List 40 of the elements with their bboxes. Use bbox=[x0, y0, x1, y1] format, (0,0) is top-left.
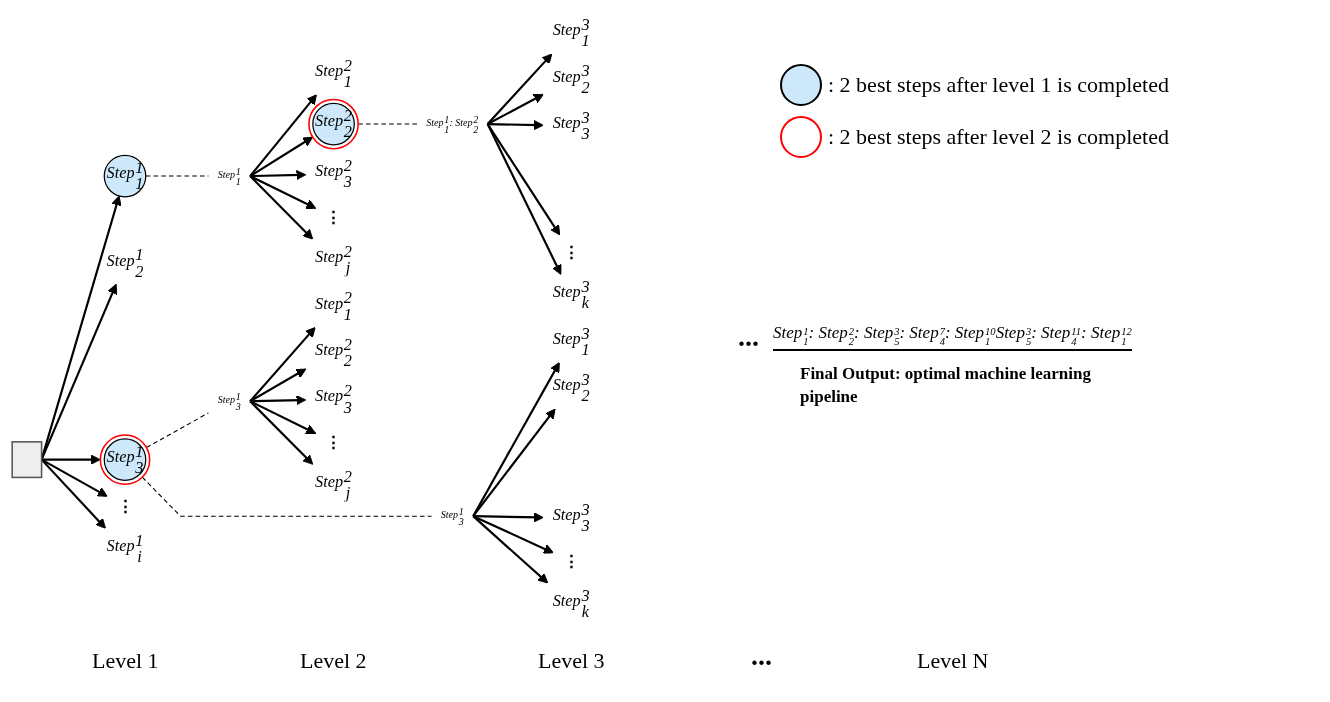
node-box bbox=[11, 441, 43, 479]
arrow bbox=[249, 175, 314, 240]
arrow bbox=[250, 395, 307, 406]
arrow bbox=[486, 123, 562, 275]
ellipsis: ... bbox=[751, 640, 772, 672]
arrow bbox=[472, 515, 549, 584]
arrow bbox=[472, 515, 554, 554]
arrow bbox=[486, 123, 561, 236]
arrow bbox=[249, 94, 317, 177]
connector bbox=[141, 476, 433, 517]
arrow bbox=[249, 136, 314, 177]
arrow bbox=[487, 93, 544, 125]
level-label: Level N bbox=[917, 648, 989, 674]
arrow bbox=[249, 400, 314, 465]
ellipsis: ... bbox=[738, 322, 759, 351]
node-text: ⋮ bbox=[562, 242, 580, 263]
legend-text: : 2 best steps after level 2 is completed bbox=[828, 124, 1169, 150]
arrow bbox=[473, 512, 544, 523]
node-text: ⋮ bbox=[116, 496, 134, 516]
arrow bbox=[486, 53, 553, 125]
node-text: ⋮ bbox=[562, 551, 580, 571]
level-label: Level 2 bbox=[300, 648, 367, 674]
level-label: Level 1 bbox=[92, 648, 159, 674]
arrow bbox=[487, 120, 544, 131]
level-label: Level 3 bbox=[538, 648, 605, 674]
arrow bbox=[249, 326, 316, 402]
legend-text: : 2 best steps after level 1 is completed bbox=[828, 72, 1169, 98]
arrow bbox=[249, 368, 307, 403]
node-text: ⋮ bbox=[325, 432, 343, 452]
connector bbox=[145, 412, 209, 449]
arrow bbox=[472, 408, 556, 517]
output-caption: Final Output: optimal machine learning pipeline bbox=[800, 362, 1092, 408]
arrow bbox=[249, 400, 317, 435]
arrow bbox=[472, 362, 560, 517]
arrow bbox=[41, 454, 101, 465]
connector bbox=[145, 175, 209, 177]
node-text: ⋮ bbox=[325, 207, 343, 227]
arrow bbox=[249, 175, 317, 209]
arrow bbox=[41, 458, 108, 497]
arrow bbox=[250, 169, 307, 181]
